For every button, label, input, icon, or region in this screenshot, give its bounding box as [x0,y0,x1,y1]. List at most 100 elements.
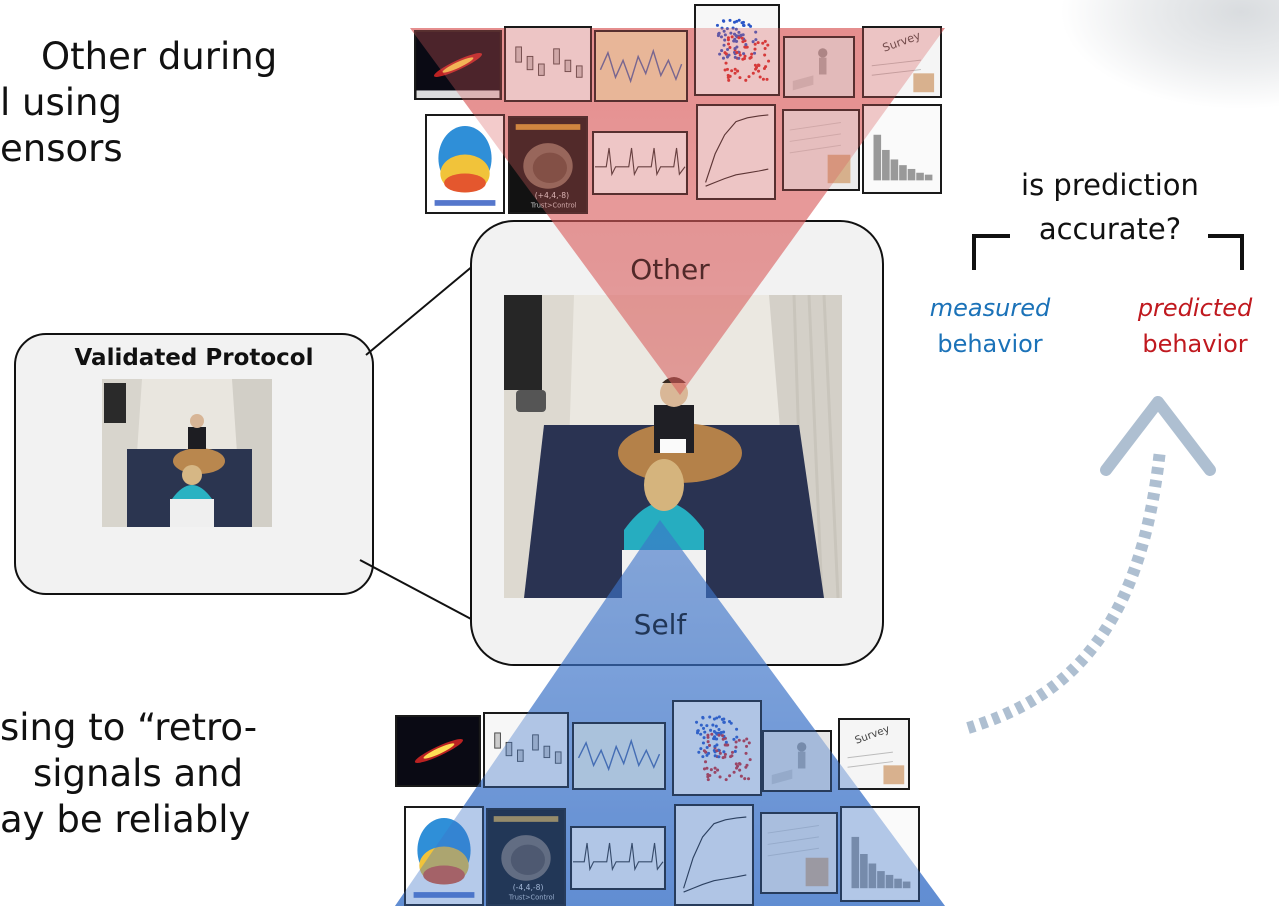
scatter-dot [741,23,746,27]
other-label: Other [630,253,710,286]
scatter-dot [733,39,737,43]
scatter-dot [708,743,712,747]
survey-thumbnail-top: Survey [862,26,942,98]
scatter-dot [734,745,738,749]
scatter-dot [763,53,767,57]
scatter-dot [738,76,742,80]
scatter-dot [728,45,732,50]
scatter-dot [744,744,749,748]
scatter-dot [742,739,746,743]
scatter-dot [721,756,725,760]
prediction-question-line-2: accurate? [1038,212,1182,246]
scatter-dot [734,762,738,766]
scatter-dot [738,53,742,57]
scatter-dot [749,24,753,28]
scatter-dot [733,71,737,75]
ecg-thumbnail-bottom [570,826,666,890]
validated-protocol-title: Validated Protocol [74,345,314,371]
svg-text:(-4,4,-8): (-4,4,-8) [513,883,544,892]
scatter-dot [717,733,721,737]
scatter-dot [725,67,729,71]
scatter-dot [732,32,737,36]
scatter-dot [706,778,710,782]
scatter-dot [707,751,711,755]
scatter-dot [722,43,726,47]
scatter-dot [718,52,722,56]
scatter-dot [715,749,719,753]
scatter-dot [722,720,726,724]
scatter-dot [716,768,720,772]
scatter-dot [719,35,723,39]
person-figure-thumbnail-bottom [762,730,832,792]
protocol-room-photo-small [102,379,272,527]
scatter-dot [715,743,719,747]
scatter-dot [737,762,741,766]
scatter-dot [728,774,732,778]
scatter-dot [751,40,755,44]
scatter-dot [748,758,752,762]
scatter-dot [733,749,737,753]
scatter-dot [733,67,737,71]
scatter-dot [735,51,739,55]
timeseries-thumbnail-top [594,30,688,102]
line-curve-thumbnail-bottom [674,804,754,906]
scatter-dot [741,40,745,44]
scatter-dot [732,770,736,774]
scatter-dot [713,766,717,770]
scatter-dot [758,75,762,79]
scatter-dot [756,41,760,45]
scatter-dot [747,75,751,79]
scatter-dot [705,745,709,750]
scatter-dot [736,764,740,768]
scatter-dot [741,57,745,61]
scatter-dot [755,65,759,69]
scatter-dot [727,78,731,82]
predicted-behavior-label: behavior [1142,330,1248,358]
scatter-dot [744,765,748,769]
scatter-dot [699,732,703,736]
scatter-dot [744,751,748,755]
scatter-dot [732,20,737,24]
svg-text:(+4,4,-8): (+4,4,-8) [535,191,569,200]
scatter-dot [731,26,735,30]
scatter-dot [754,30,758,34]
scatter-dot [733,55,737,59]
validated-protocol-box: Validated Protocol [14,333,374,595]
histogram-thumbnail-bottom [840,806,920,902]
eeg-topography-thumbnail-top [425,114,505,214]
scatter-dot [756,63,760,67]
boxplot-thumbnail-top [504,26,592,102]
scatter-dot [734,27,738,31]
scatter-dot [706,735,710,739]
heatmap-thumbnail-bottom [395,715,481,787]
scatter-dot [723,68,727,72]
scatter-dot [704,760,708,764]
scatter-dot [750,52,754,56]
scatter-dot [743,777,747,781]
scatter-dot [761,41,765,45]
line-curve-thumbnail-top [696,104,776,200]
scatter-dot [723,38,727,42]
scatter-dot [721,737,725,741]
scatter-dot [712,729,716,733]
scatter-dot [703,730,707,734]
scatter-dot [720,717,724,721]
scatter-dot [730,69,734,73]
scatter-dot [724,778,728,782]
person-figure-thumbnail-top [783,36,855,98]
writing-hand-thumbnail-bottom [760,812,838,894]
scatter-dot [701,726,706,730]
scatter-dot [747,741,751,745]
scatter-dot [728,74,732,78]
scatter-dot [724,743,728,747]
scatter-dot [697,750,701,754]
scatter-dot [702,767,707,771]
scatter-dot [763,39,767,43]
scatter-dot [743,54,747,58]
scatter-dot [720,49,724,53]
scatter-dot [701,715,705,719]
scatter-dot [729,31,733,35]
scatter-dot [708,773,712,778]
scatter-dot [723,33,727,37]
